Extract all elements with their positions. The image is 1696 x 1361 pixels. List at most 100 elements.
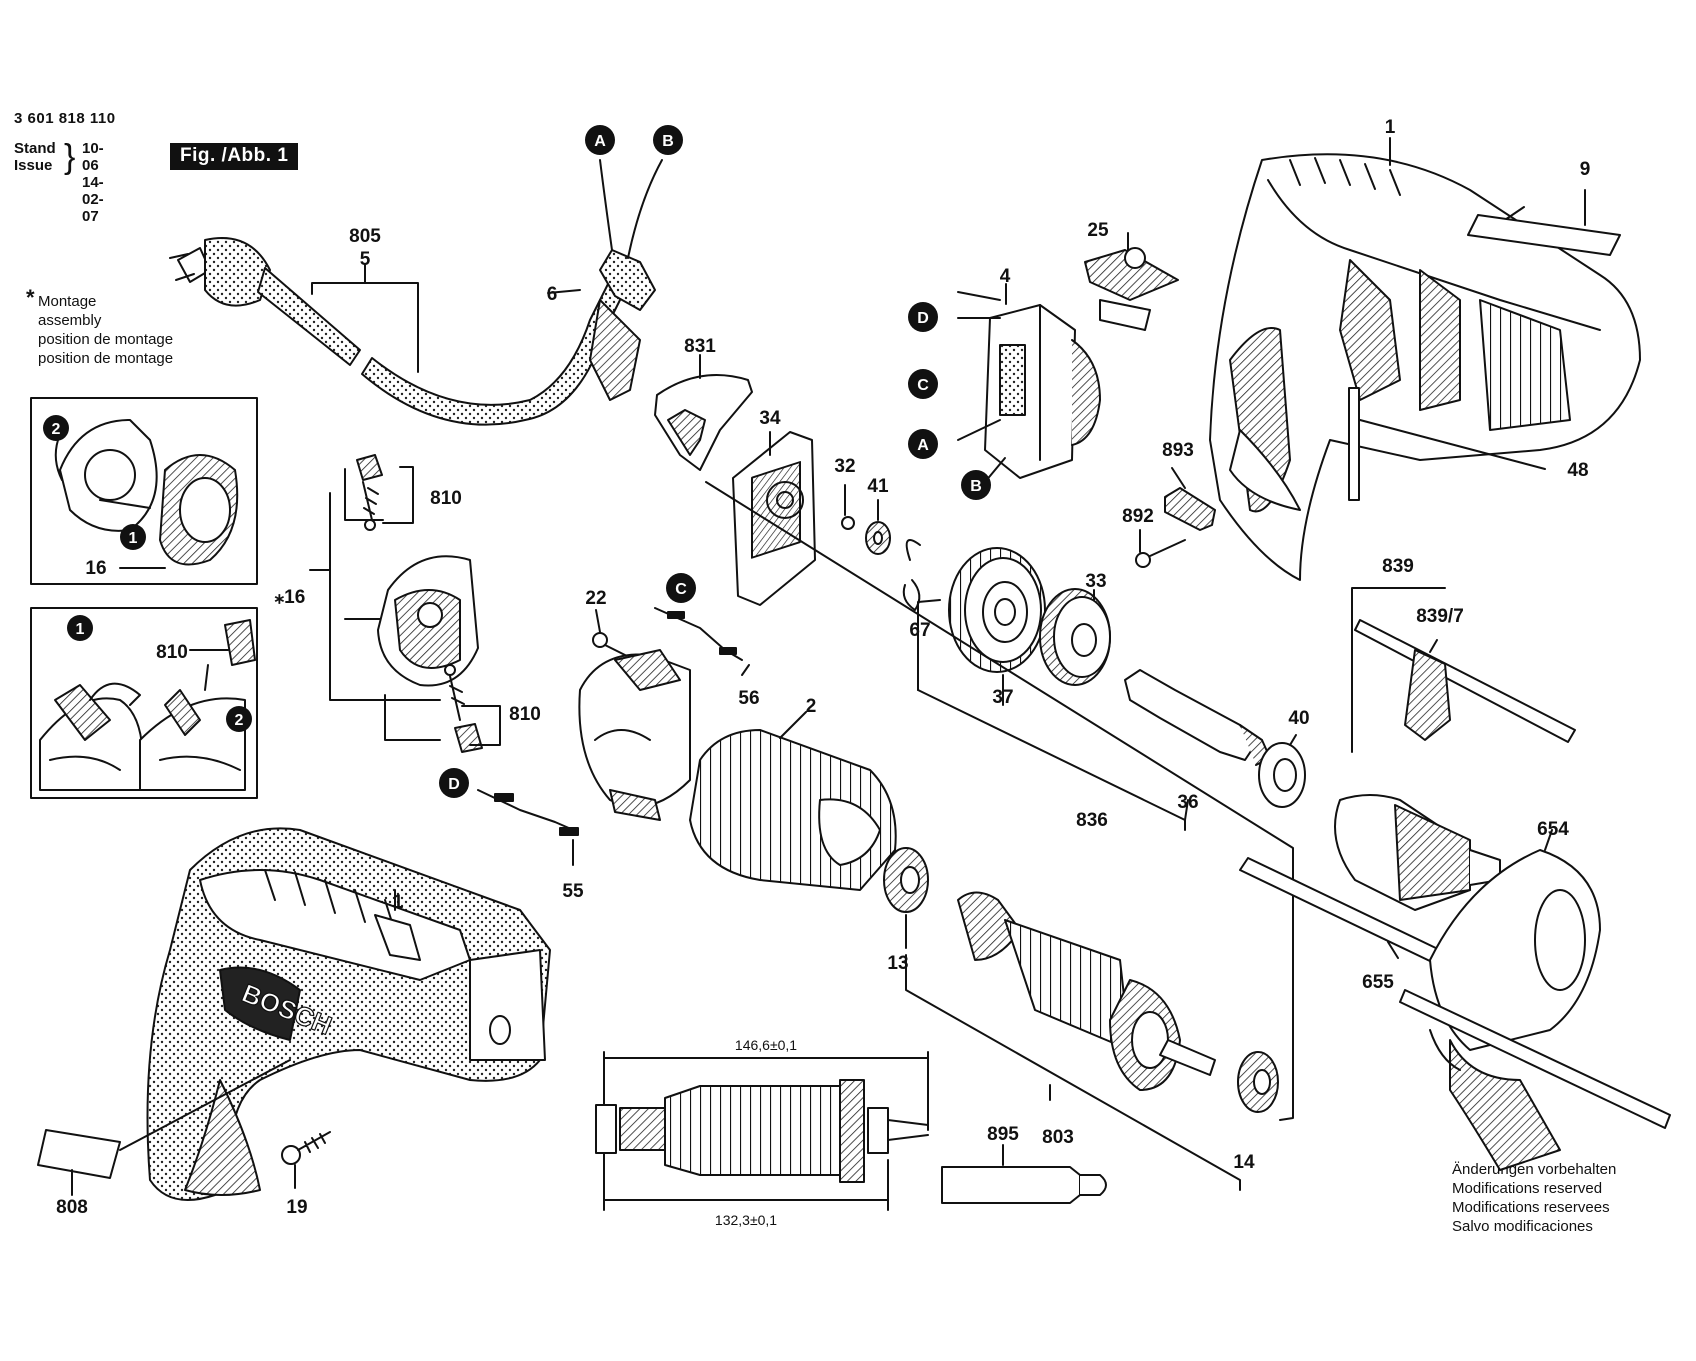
issue-label: Issue (14, 157, 53, 174)
issue-value: 14-02-07 (82, 174, 104, 225)
connector-badges: A B D C A B C D 2 1 1 2 (43, 125, 991, 798)
dimension-core-length: 132,3±0,1 (715, 1212, 777, 1228)
stator-part (689, 711, 897, 891)
badge-d-switch: D (908, 302, 938, 332)
connector-cable-55 (477, 789, 579, 836)
montage-note: * Montage assembly position de montage p… (26, 287, 174, 368)
modifications-note: Änderungen vorbehalten Modifications res… (1452, 1160, 1616, 1236)
brush-holder-frame-part (578, 649, 691, 821)
modifications-line-1: Änderungen vorbehalten (1452, 1161, 1617, 1178)
part-32-ring (841, 516, 855, 530)
montage-line-1: Montage (38, 293, 97, 310)
svg-text:C: C (917, 377, 929, 394)
brush-plate-part (377, 555, 479, 687)
brace-glyph: } (64, 138, 76, 176)
montage-line-4: position de montage (38, 350, 174, 367)
label-810-b: 810 (156, 642, 188, 663)
badge-a-switch: A (908, 429, 938, 459)
label-56: 56 (738, 688, 759, 709)
badge-a-top: A (585, 125, 615, 155)
inset-2-drawing (39, 619, 256, 791)
label-892: 892 (1122, 506, 1154, 527)
label-55: 55 (562, 881, 584, 902)
label-1-top: 1 (1385, 117, 1396, 138)
stand-label: Stand (14, 140, 56, 157)
armature-dimension-drawing (595, 1051, 929, 1211)
label-4: 4 (1000, 266, 1011, 287)
washer-40-part (1258, 742, 1306, 808)
drill-housing-bottom (146, 827, 551, 1201)
inset-assembly-box-2 (30, 607, 258, 799)
screw-19-part (281, 1131, 331, 1165)
switch-button-part (1084, 247, 1179, 331)
bearing-13-part (883, 847, 929, 913)
label-9: 9 (1580, 159, 1591, 180)
document-number: 3 601 818 110 (14, 110, 116, 127)
label-16-main: ⁎16 (275, 587, 306, 608)
label-810-c: 810 (509, 704, 541, 725)
spindle-36-part (1124, 669, 1271, 766)
svg-text:D: D (917, 310, 929, 327)
badge-c-switch: C (908, 369, 938, 399)
screw-22-part (592, 632, 626, 656)
inset-1-drawing (54, 419, 239, 566)
label-16-inset: 16 (85, 558, 106, 579)
stand-issue-values: 10-06 14-02-07 (82, 140, 104, 225)
label-655: 655 (1362, 972, 1394, 993)
label-14: 14 (1233, 1152, 1255, 1173)
montage-line-2: assembly (38, 312, 102, 329)
badge-b-top: B (653, 125, 683, 155)
modifications-line-3: Modifications reservees (1452, 1199, 1610, 1216)
figure-badge: Fig. /Abb. 1 (170, 143, 299, 170)
badge-step1-inset1: 1 (120, 524, 146, 550)
label-22: 22 (585, 588, 606, 609)
part-labels: 1 9 25 4 805 5 6 831 34 32 41 893 892 48… (56, 117, 1590, 1218)
badge-step1-inset2: 1 (67, 615, 93, 641)
power-cord-part (169, 159, 663, 426)
svg-text:B: B (662, 133, 674, 150)
plug-808-part (37, 1129, 121, 1179)
bearing-41-part (865, 521, 891, 555)
svg-text:1: 1 (129, 530, 138, 547)
label-6: 6 (547, 284, 558, 305)
housing-part-top (1209, 153, 1641, 581)
gear-37-part (948, 547, 1046, 673)
fan-cover-part (654, 354, 753, 471)
label-32: 32 (834, 456, 855, 477)
chuck-part (1334, 794, 1501, 911)
carbon-brush-part-bottom (444, 664, 483, 753)
svg-text:D: D (448, 776, 460, 793)
label-34: 34 (759, 408, 781, 429)
label-831: 831 (684, 336, 716, 357)
bearing-33-part (1039, 588, 1111, 686)
label-654: 654 (1537, 819, 1569, 840)
connector-cable-56 (654, 607, 743, 661)
dimension-total-length: 146,6±0,1 (735, 1037, 797, 1053)
label-41: 41 (867, 476, 889, 497)
label-37: 37 (992, 687, 1013, 708)
grease-tube-part (941, 1166, 1107, 1204)
label-25: 25 (1087, 220, 1109, 241)
inset-assembly-box-1 (30, 397, 258, 585)
cable-clamp-part (1164, 487, 1216, 531)
svg-text:C: C (675, 581, 687, 598)
badge-c-cable: C (666, 573, 696, 603)
rod-48-part (1348, 387, 1360, 501)
label-836: 836 (1076, 810, 1108, 831)
label-36: 36 (1177, 792, 1198, 813)
svg-text:2: 2 (235, 712, 244, 729)
label-67: 67 (909, 620, 930, 641)
badge-step2-inset1: 2 (43, 415, 69, 441)
stand-issue-block: Stand Issue } 10-06 14-02-07 (14, 140, 104, 225)
label-19: 19 (286, 1197, 307, 1218)
chuck-key-part (1354, 619, 1576, 743)
label-810-a: 810 (430, 488, 462, 509)
label-2: 2 (806, 696, 817, 717)
badge-d-cable: D (439, 768, 469, 798)
auxiliary-handle-part (1399, 849, 1671, 1171)
montage-star: * (26, 285, 35, 310)
screw-892-part (1135, 539, 1186, 568)
label-13: 13 (887, 953, 908, 974)
switch-part (984, 304, 1101, 479)
